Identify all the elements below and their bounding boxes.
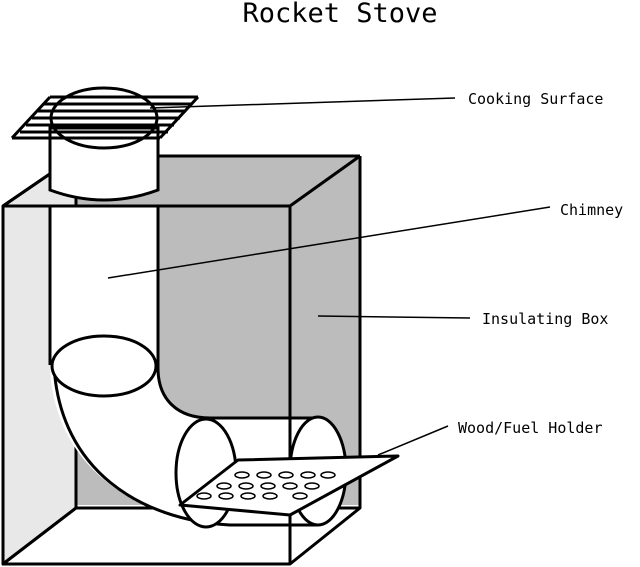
- box-top-right-edge: [289, 154, 361, 208]
- chimney-top-opening: [49, 86, 159, 150]
- label-insulating-box: Insulating Box: [482, 310, 608, 328]
- leader-fuel-holder: [377, 425, 449, 456]
- chimney-tube: [50, 206, 320, 525]
- cooking-grate: [10, 95, 200, 140]
- chimney-top-cylinder: [48, 126, 160, 202]
- leader-chimney: [107, 206, 551, 279]
- chimney-cross-section: [50, 334, 158, 398]
- leader-insulating-box: [317, 315, 471, 319]
- leader-cooking-surface: [149, 97, 456, 109]
- label-chimney: Chimney: [560, 201, 623, 219]
- diagram-title: Rocket Stove: [242, 0, 437, 29]
- fuel-holder-holes: [196, 471, 336, 500]
- label-cooking-surface: Cooking Surface: [468, 90, 603, 108]
- label-fuel-holder: Wood/Fuel Holder: [458, 419, 603, 437]
